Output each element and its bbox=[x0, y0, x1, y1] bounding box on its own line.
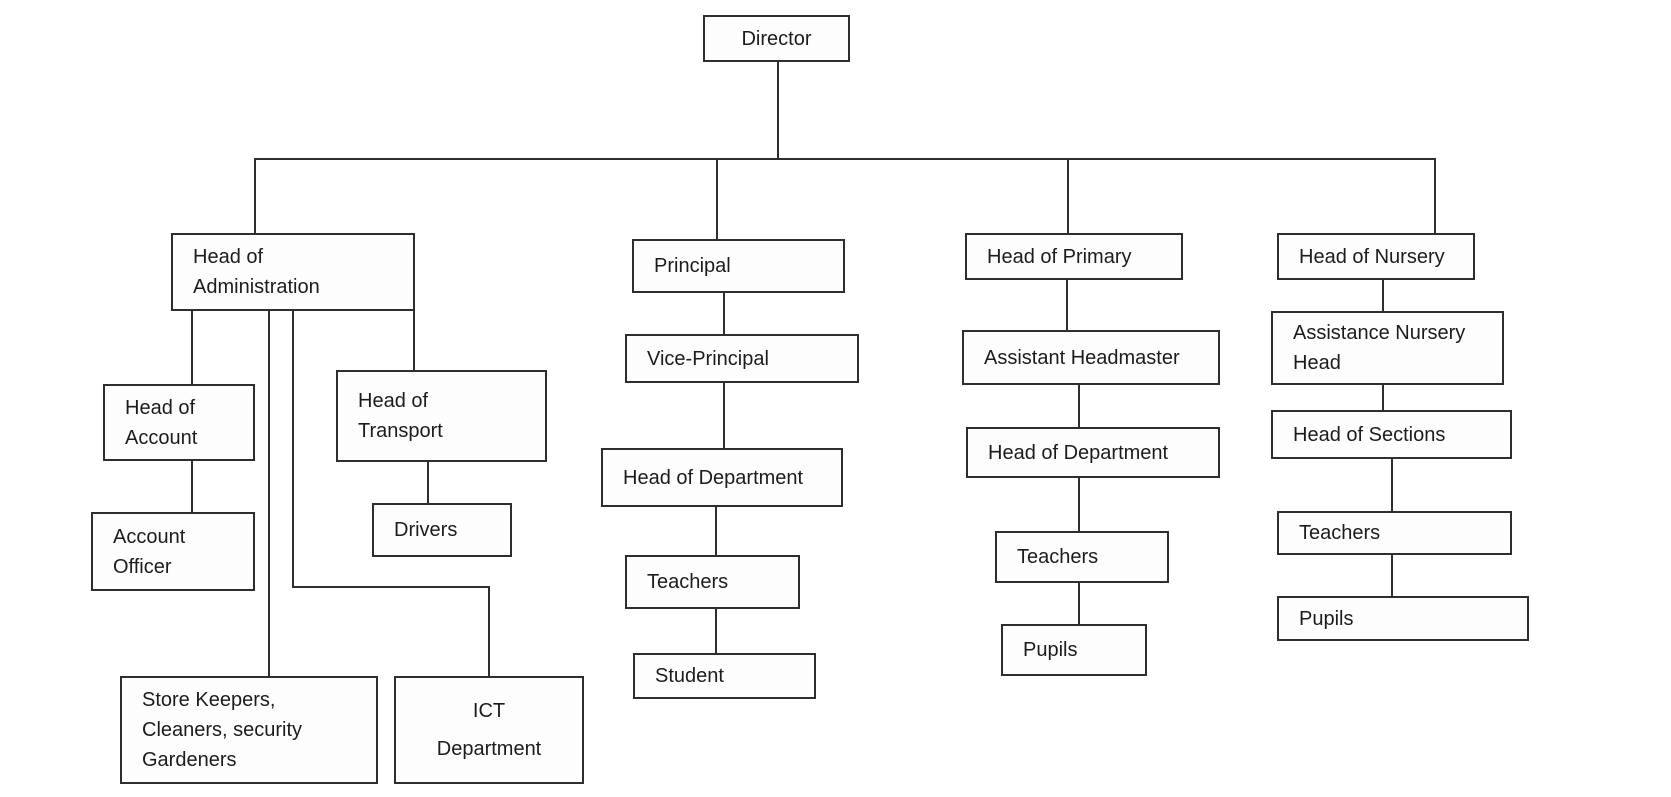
node-principal: Principal bbox=[632, 239, 845, 293]
node-assistant-headmaster: Assistant Headmaster bbox=[962, 330, 1220, 385]
node-director: Director bbox=[703, 15, 850, 62]
node-teachers-nursery-label: Teachers bbox=[1299, 522, 1381, 544]
edge-headmaster-to-hod bbox=[1078, 385, 1080, 427]
node-student-label: Student bbox=[655, 665, 724, 687]
node-teachers-secondary-label: Teachers bbox=[647, 571, 729, 593]
node-head-of-transport: Head of Transport bbox=[336, 370, 547, 462]
edge-admin-to-ict-vertical2 bbox=[488, 586, 490, 676]
node-head-of-account-label: Head of Account bbox=[125, 396, 198, 449]
edge-drop-primary bbox=[1067, 158, 1069, 233]
edge-transport-to-drivers bbox=[427, 462, 429, 503]
edge-main-horizontal bbox=[255, 158, 1436, 160]
edge-account-to-officer bbox=[191, 461, 193, 512]
edge-admin-to-account bbox=[191, 311, 193, 384]
edge-drop-administration bbox=[254, 158, 256, 233]
node-head-of-nursery-label: Head of Nursery bbox=[1299, 245, 1445, 268]
edge-admin-to-ict-horizontal bbox=[292, 586, 490, 588]
node-drivers-label: Drivers bbox=[394, 519, 458, 541]
node-ict-department-label: ICT Department bbox=[436, 700, 542, 760]
node-head-of-sections-label: Head of Sections bbox=[1293, 423, 1446, 446]
node-teachers-primary-label: Teachers bbox=[1017, 546, 1099, 568]
edge-admin-to-transport bbox=[413, 311, 415, 370]
edge-primary-to-headmaster bbox=[1066, 280, 1068, 330]
node-account-officer: Account Officer bbox=[91, 512, 255, 591]
node-head-of-transport-label: Head of Transport bbox=[358, 390, 443, 442]
edge-viceprincipal-to-hod bbox=[723, 383, 725, 448]
node-vice-principal-label: Vice-Principal bbox=[647, 347, 769, 370]
node-head-of-nursery: Head of Nursery bbox=[1277, 233, 1475, 280]
node-head-of-department-primary: Head of Department bbox=[966, 427, 1220, 478]
edge-sections-to-teachers-nursery bbox=[1391, 459, 1393, 511]
edge-teachers-to-pupils-primary bbox=[1078, 583, 1080, 624]
edge-drop-principal bbox=[716, 158, 718, 239]
node-head-of-administration: Head of Administration bbox=[171, 233, 415, 311]
node-head-of-department-secondary: Head of Department bbox=[601, 448, 843, 507]
edge-teachers-to-pupils-nursery bbox=[1391, 555, 1393, 596]
node-student: Student bbox=[633, 653, 816, 699]
node-drivers: Drivers bbox=[372, 503, 512, 557]
node-principal-label: Principal bbox=[654, 255, 731, 277]
edge-principal-to-viceprincipal bbox=[723, 293, 725, 334]
node-store-keepers: Store Keepers, Cleaners, security Garden… bbox=[120, 676, 378, 784]
node-director-label: Director bbox=[741, 27, 812, 50]
node-assistant-headmaster-label: Assistant Headmaster bbox=[984, 346, 1180, 369]
node-head-of-primary: Head of Primary bbox=[965, 233, 1183, 280]
node-teachers-nursery: Teachers bbox=[1277, 511, 1512, 555]
node-head-of-department-primary-label: Head of Department bbox=[988, 441, 1169, 464]
node-pupils-nursery-label: Pupils bbox=[1299, 607, 1354, 630]
node-assistance-nursery-head-label: Assistance Nursery Head bbox=[1293, 322, 1466, 374]
edge-nursery-to-assistance bbox=[1382, 280, 1384, 311]
node-pupils-nursery: Pupils bbox=[1277, 596, 1529, 641]
edge-admin-to-ict-vertical1 bbox=[292, 311, 294, 588]
node-head-of-primary-label: Head of Primary bbox=[987, 245, 1132, 268]
edge-hod-to-teachers-primary bbox=[1078, 478, 1080, 531]
node-account-officer-label: Account Officer bbox=[113, 525, 186, 578]
node-vice-principal: Vice-Principal bbox=[625, 334, 859, 383]
node-ict-department: ICT Department bbox=[394, 676, 584, 784]
edge-admin-to-storekeepers bbox=[268, 311, 270, 676]
node-store-keepers-label: Store Keepers, Cleaners, security Garden… bbox=[142, 689, 303, 771]
edge-hod-to-teachers-secondary bbox=[715, 507, 717, 555]
edge-director-drop bbox=[777, 62, 779, 158]
node-pupils-primary-label: Pupils bbox=[1023, 639, 1078, 661]
node-pupils-primary: Pupils bbox=[1001, 624, 1147, 676]
node-head-of-administration-label: Head of Administration bbox=[193, 246, 320, 298]
edge-assistance-to-sections bbox=[1382, 385, 1384, 410]
node-head-of-sections: Head of Sections bbox=[1271, 410, 1512, 459]
node-head-of-department-secondary-label: Head of Department bbox=[623, 466, 804, 489]
node-head-of-account: Head of Account bbox=[103, 384, 255, 461]
edge-drop-nursery bbox=[1434, 158, 1436, 233]
node-teachers-secondary: Teachers bbox=[625, 555, 800, 609]
node-teachers-primary: Teachers bbox=[995, 531, 1169, 583]
edge-teachers-to-student bbox=[715, 609, 717, 653]
node-assistance-nursery-head: Assistance Nursery Head bbox=[1271, 311, 1504, 385]
